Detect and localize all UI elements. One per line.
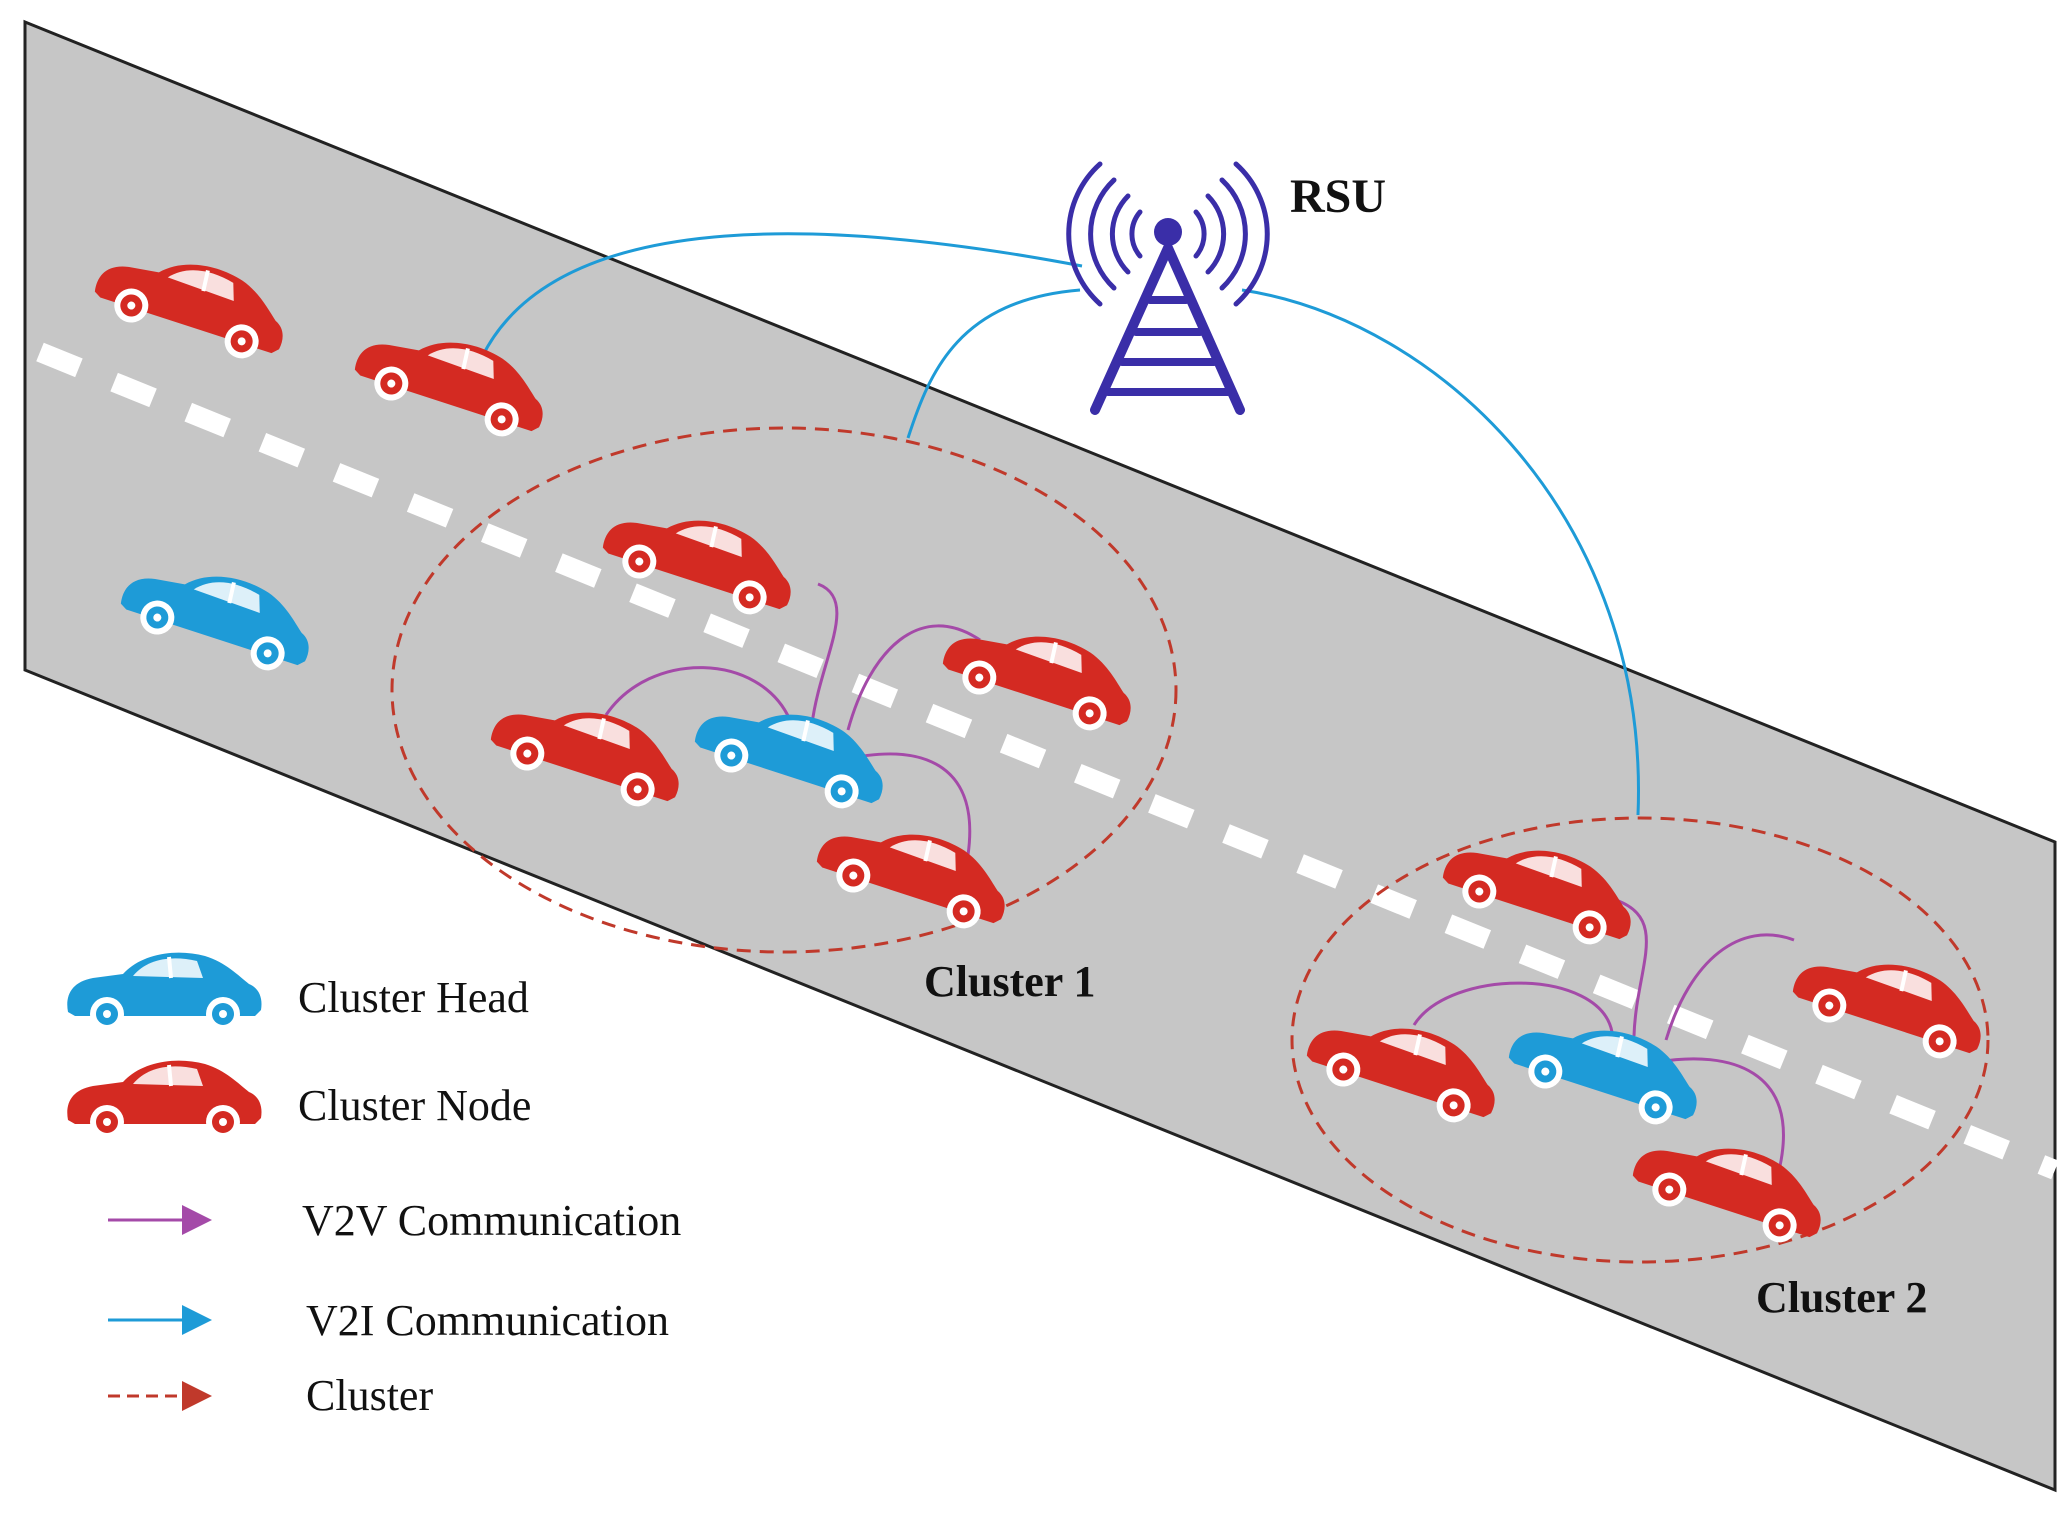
legend-v2i-label: V2I Communication	[306, 1296, 669, 1345]
legend-cluster-node-icon	[65, 1058, 264, 1141]
v2i-link-cluster-1	[906, 288, 1081, 439]
cluster-2-label: Cluster 2	[1756, 1273, 1928, 1322]
legend: Cluster Head Cluster Node V2V Communicat…	[65, 950, 681, 1420]
v2v-links-cluster-2	[1412, 898, 1795, 1167]
v2i-link-free-car	[480, 232, 1083, 358]
rsu-tower-icon	[1066, 161, 1270, 415]
cluster-1-label: Cluster 1	[924, 957, 1096, 1006]
legend-cluster-node-label: Cluster Node	[298, 1081, 531, 1130]
legend-cluster-head-label: Cluster Head	[298, 973, 529, 1022]
legend-cluster-head-icon	[65, 950, 264, 1033]
v2i-link-cluster-2	[1241, 288, 1640, 816]
rsu-label: RSU	[1290, 170, 1386, 223]
legend-cluster-label: Cluster	[306, 1371, 433, 1420]
cluster-1-boundary	[390, 426, 1178, 954]
cluster-2-boundary	[1290, 816, 1990, 1264]
v2v-links-cluster-1	[604, 582, 981, 856]
legend-v2v-label: V2V Communication	[302, 1196, 681, 1245]
v2i-links	[480, 232, 1640, 816]
